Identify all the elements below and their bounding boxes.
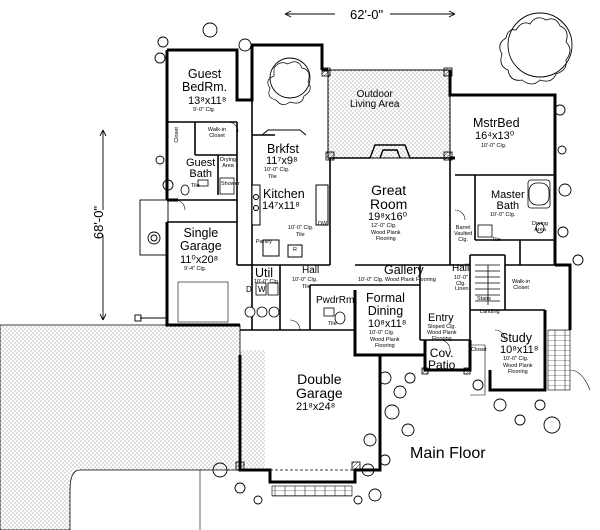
hall-left-label: Hall bbox=[302, 265, 320, 276]
study-label: Study bbox=[500, 331, 532, 345]
door-swings bbox=[174, 121, 506, 351]
guest-walkin-label: Walk-in Closet bbox=[207, 127, 227, 139]
kitchen-floor: Tile bbox=[296, 232, 305, 238]
overall-width: 62'-0" bbox=[350, 7, 384, 22]
hall-right-ceiling: 10'-0" Clg. bbox=[453, 275, 468, 287]
landscaping bbox=[154, 12, 584, 505]
master-bed-label: MstrBed bbox=[473, 116, 520, 130]
util-ceiling: 10'-0" Clg. bbox=[254, 279, 280, 285]
pantry-label: Pantry bbox=[256, 239, 272, 245]
masonry-accents bbox=[235, 67, 471, 471]
shower-label: Shower bbox=[221, 181, 240, 187]
fireplace bbox=[369, 144, 411, 159]
overall-depth: 68'-0" bbox=[91, 205, 107, 240]
master-drying-label: Drying Area bbox=[532, 221, 548, 233]
guest-tile-label: Tile bbox=[191, 183, 200, 189]
master-bath-ceiling: 10'-0" Clg. bbox=[490, 212, 516, 218]
double-garage-dim: 21⁸x24⁸ bbox=[296, 401, 336, 413]
exterior-walls bbox=[165, 43, 572, 484]
interior-walls bbox=[167, 100, 555, 341]
great-room-dim: 19⁸x16⁰ bbox=[368, 211, 408, 223]
single-garage-details bbox=[134, 199, 229, 323]
master-bed-dim: 16⁴x13⁰ bbox=[475, 130, 515, 142]
breakfast-ceiling: 10'-0" Clg. bbox=[264, 167, 290, 173]
hall-right-label: Hall bbox=[452, 263, 470, 274]
small-closet-label: Closet bbox=[471, 347, 487, 353]
landing-label: Landing bbox=[480, 309, 500, 315]
single-garage-ceiling: 9'-4" Clg. bbox=[184, 266, 207, 272]
master-tile-label: Tile bbox=[492, 237, 501, 243]
dimension-lines bbox=[99, 10, 456, 321]
study-ceiling: 10'-0" Clg. bbox=[503, 356, 529, 362]
powder-room-label: PwdrRm bbox=[316, 295, 355, 306]
great-room-ceiling: 12'-0" Clg. bbox=[371, 223, 397, 229]
washer-label: W bbox=[258, 285, 266, 294]
kitchen-label: Kitchen bbox=[263, 187, 305, 201]
staircase bbox=[475, 264, 500, 305]
master-bath-fixtures bbox=[477, 179, 551, 238]
breakfast-floor: Tile bbox=[268, 174, 277, 180]
guest-bath-fixtures bbox=[180, 177, 235, 196]
formal-dining-dim: 10⁸x11⁸ bbox=[368, 318, 407, 330]
outdoor-living-patio bbox=[327, 69, 451, 159]
study-planter bbox=[547, 329, 571, 391]
single-garage-dim: 11⁰x20⁸ bbox=[180, 254, 219, 266]
dishwasher-label: DW bbox=[318, 221, 328, 227]
fridge-label: R bbox=[293, 247, 297, 253]
master-bed-ceiling: 10'-0" Clg. bbox=[481, 143, 507, 149]
breakfast-label: Brkfst bbox=[267, 142, 299, 156]
guest-closet-label: Closet bbox=[173, 127, 180, 143]
breakfast-dim: 11⁷x9⁸ bbox=[266, 155, 298, 167]
stairs-label: Stairs bbox=[477, 296, 492, 302]
breakfast-bay bbox=[261, 129, 307, 136]
kitchen-dim: 14⁷x11⁸ bbox=[262, 200, 300, 212]
hall-left-ceiling: 10'-0" Clg. bbox=[292, 277, 318, 283]
study-dim: 10⁸x11⁸ bbox=[500, 344, 539, 356]
utility-appliances bbox=[244, 282, 346, 325]
linen-label: Linen bbox=[455, 286, 469, 292]
powder-room-floor: Tile bbox=[328, 321, 337, 327]
entry-label: Entry bbox=[428, 312, 454, 324]
covered-patio-label: Cov.Patio bbox=[428, 346, 456, 372]
guest-bedroom-dim: 13⁸x11⁸ bbox=[188, 95, 227, 107]
driveway bbox=[0, 324, 265, 530]
kitchen-ceiling: 10'-0" Clg. bbox=[288, 225, 314, 231]
drying-area-label: Drying Area bbox=[220, 157, 236, 169]
gallery-label: Gallery bbox=[384, 263, 424, 277]
util-label: Util bbox=[255, 266, 274, 280]
dryer-label: D bbox=[246, 285, 252, 294]
floor-title: Main Floor bbox=[410, 445, 486, 462]
hall-left-floor: Tile bbox=[302, 284, 311, 290]
gallery-ceiling: 10'-0" Clg. Wood Plank Flooring bbox=[358, 277, 436, 283]
front-brick-planter bbox=[271, 485, 353, 497]
formal-dining-ceiling: 10'-0" Clg. bbox=[369, 330, 395, 336]
front-walk bbox=[470, 344, 591, 396]
kitchen-counters bbox=[251, 184, 329, 258]
guest-bedroom-ceiling: 9'-0" Clg. bbox=[193, 107, 216, 113]
